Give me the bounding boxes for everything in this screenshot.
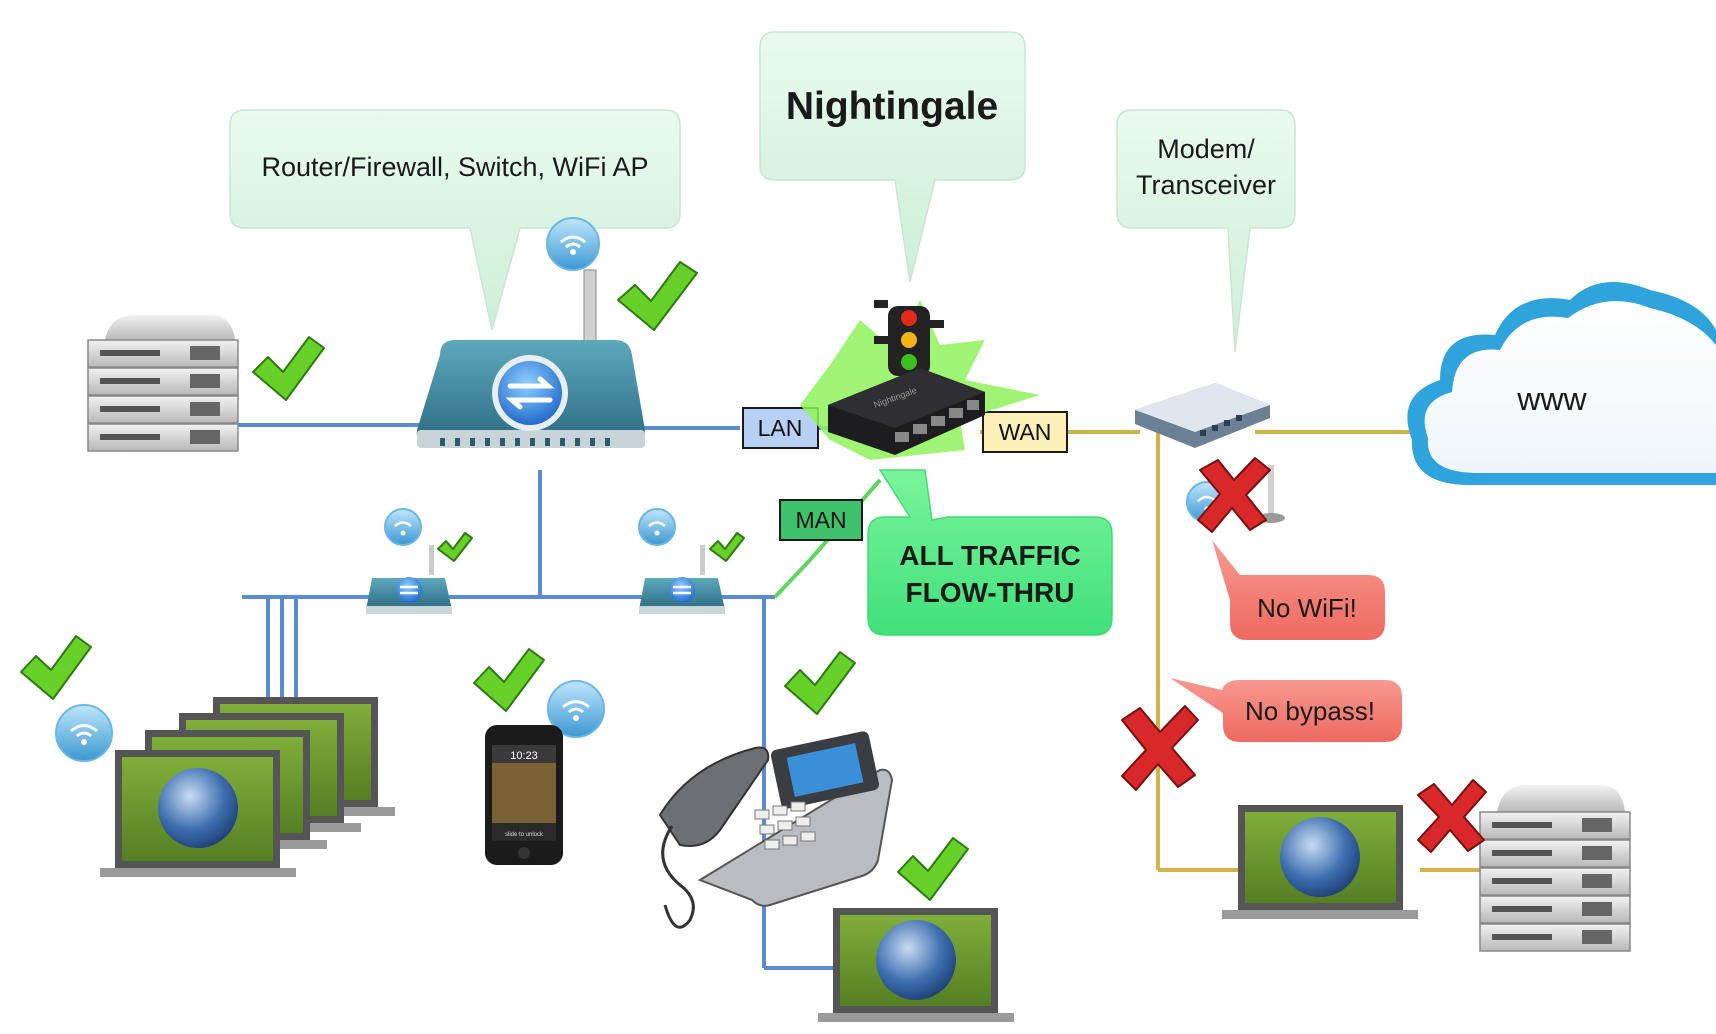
man-tag: MAN <box>779 499 863 541</box>
modem-callout-line1: Modem/ <box>1157 134 1255 164</box>
router-callout: Router/Firewall, Switch, WiFi AP <box>229 109 681 331</box>
traffic-callout-line1: ALL TRAFFIC <box>899 540 1080 571</box>
check-icon <box>20 635 92 700</box>
wifi-icon <box>384 508 422 546</box>
check-icon <box>617 261 698 331</box>
wifi-icon <box>55 704 113 762</box>
cloud-label: www <box>1516 381 1587 417</box>
no-bypass-callout: No bypass! <box>1170 678 1402 742</box>
globe-icon <box>1280 817 1360 897</box>
check-icon <box>709 532 745 562</box>
check-icon <box>437 532 473 562</box>
wifi-icon <box>638 508 676 546</box>
wifi-icon <box>546 217 600 271</box>
modem-callout-line2: Transceiver <box>1136 170 1276 200</box>
phone-time: 10:23 <box>510 750 538 762</box>
check-icon <box>252 336 325 401</box>
nightingale-device: Nightingale <box>828 368 985 455</box>
man-tag-text: MAN <box>795 507 846 533</box>
cross-icon <box>1121 705 1199 791</box>
traffic-callout-line2: FLOW-THRU <box>906 577 1075 608</box>
wan-tag: WAN <box>982 411 1068 453</box>
traffic-callout: ALL TRAFFIC FLOW-THRU <box>867 469 1113 636</box>
server-icon <box>1479 785 1631 952</box>
wifi-icon <box>547 680 605 738</box>
no-wifi-text: No WiFi! <box>1257 593 1357 623</box>
ip-phone-icon <box>658 731 894 929</box>
smartphone-icon: 10:23 slide to unlock <box>485 725 563 865</box>
no-bypass-text: No bypass! <box>1245 696 1375 726</box>
check-icon <box>897 837 969 901</box>
modem-icon <box>1135 383 1285 523</box>
laptop-stack <box>100 697 395 877</box>
router-icon <box>639 545 725 614</box>
main-router <box>416 269 645 448</box>
laptop-icon <box>100 750 296 877</box>
nightingale-title: Nightingale <box>786 85 998 128</box>
laptop-icon <box>818 908 1014 1022</box>
laptop-icon <box>1222 805 1418 919</box>
cloud-icon: www <box>1407 282 1716 485</box>
globe-icon <box>876 920 956 1000</box>
modem-callout: Modem/ Transceiver <box>1116 109 1296 353</box>
check-icon <box>473 648 545 712</box>
cross-icon <box>1417 779 1487 853</box>
cross-icon <box>1197 457 1271 533</box>
lan-tag-text: LAN <box>758 415 803 441</box>
check-icon <box>784 651 856 715</box>
router-callout-text: Router/Firewall, Switch, WiFi AP <box>261 152 648 182</box>
no-wifi-callout: No WiFi! <box>1212 540 1385 640</box>
server-icon <box>87 315 239 452</box>
phone-unlock-text: slide to unlock <box>505 832 544 838</box>
router-icon <box>366 545 452 614</box>
wan-tag-text: WAN <box>999 419 1052 445</box>
nightingale-callout: Nightingale <box>759 31 1026 283</box>
traffic-light-icon <box>874 300 944 376</box>
globe-icon <box>158 768 238 848</box>
lan-tag: LAN <box>742 407 819 449</box>
